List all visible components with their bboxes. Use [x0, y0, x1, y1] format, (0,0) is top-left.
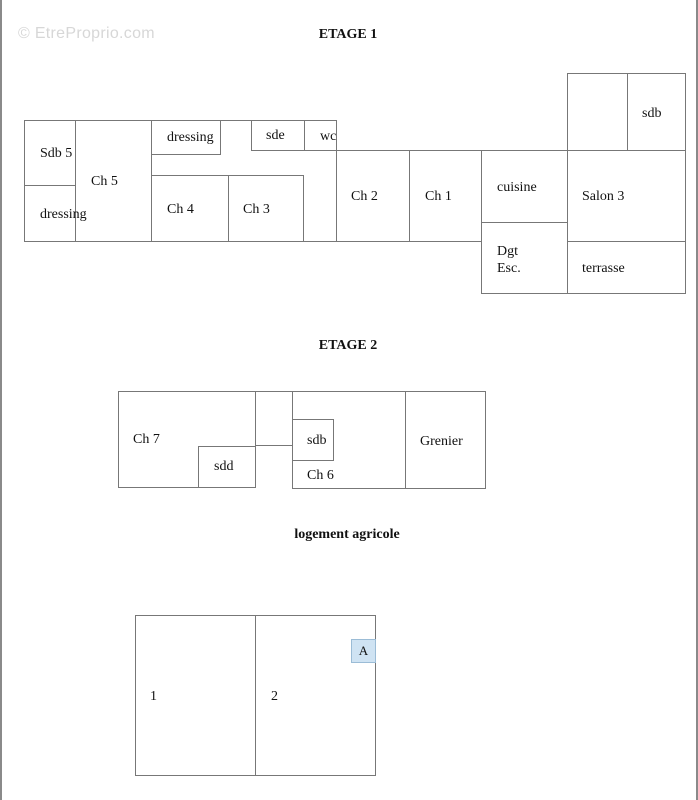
label-dressing-top: dressing: [167, 130, 214, 145]
floor2-title: ETAGE 2: [318, 338, 378, 353]
room-terrasse: [567, 241, 686, 294]
watermark: © EtreProprio.com: [18, 25, 155, 42]
label-sdb5: Sdb 5: [40, 146, 73, 161]
room-dgt-esc: [481, 222, 568, 294]
label-ch7: Ch 7: [133, 432, 160, 447]
label-grenier: Grenier: [420, 434, 463, 449]
label-ch3: Ch 3: [243, 202, 270, 217]
marker-a: A: [351, 639, 376, 663]
label-terrasse: terrasse: [582, 261, 625, 276]
label-sde: sde: [266, 128, 285, 143]
page-edge-right: [696, 0, 698, 800]
label-esc: Esc.: [497, 261, 521, 276]
label-ch1: Ch 1: [425, 189, 452, 204]
label-room-1: 1: [150, 689, 157, 704]
wall-corridor-left: [151, 120, 152, 156]
page-edge-left: [0, 0, 2, 800]
label-wc: wc: [320, 129, 337, 144]
room-passage: [255, 391, 293, 446]
label-dressing-left: dressing: [40, 207, 87, 222]
room-sdd: [198, 446, 256, 488]
label-dgt: Dgt: [497, 244, 518, 259]
label-sdb-floor1: sdb: [642, 106, 662, 121]
label-sdd: sdd: [214, 459, 234, 474]
label-sdb-floor2: sdb: [307, 433, 327, 448]
label-ch2: Ch 2: [351, 189, 378, 204]
label-salon3: Salon 3: [582, 189, 625, 204]
label-ch4: Ch 4: [167, 202, 194, 217]
label-cuisine: cuisine: [497, 180, 537, 195]
label-room-2: 2: [271, 689, 278, 704]
room-sdb-floor2: [292, 419, 334, 461]
room-2: [255, 615, 376, 776]
floor1-title: ETAGE 1: [318, 27, 378, 42]
label-ch6: Ch 6: [307, 468, 334, 483]
agricole-title: logement agricole: [294, 527, 400, 542]
room-right-upper: [567, 73, 628, 151]
corridor-floor1: [151, 151, 337, 242]
room-grenier: [405, 391, 486, 489]
label-ch5: Ch 5: [91, 174, 118, 189]
wall-top-left-wing: [151, 120, 337, 121]
